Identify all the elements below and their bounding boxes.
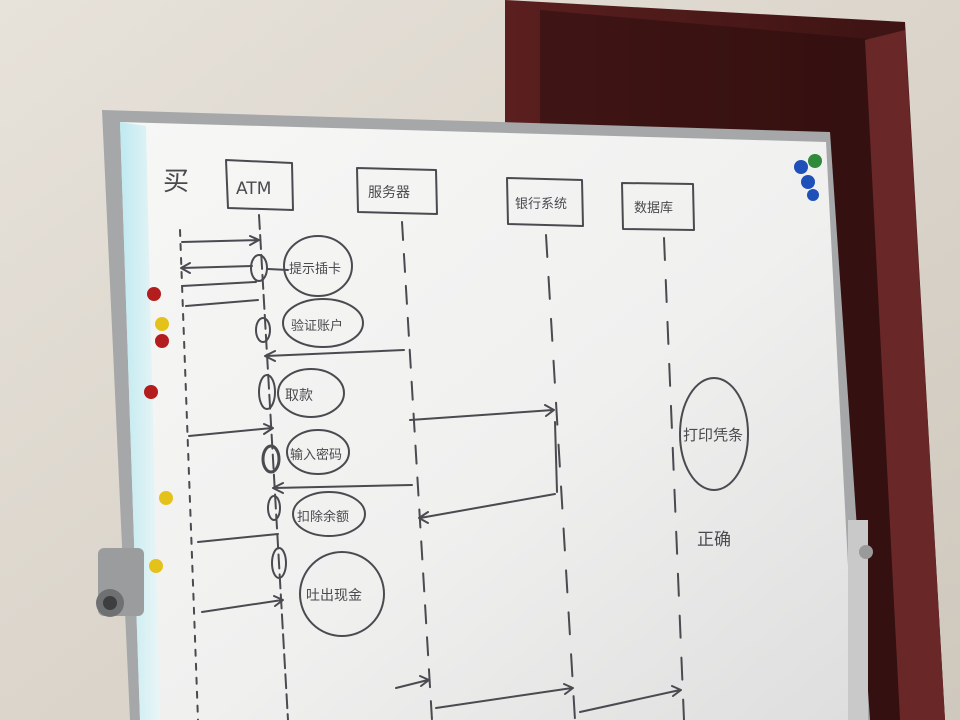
activation-mark	[271, 547, 287, 579]
blue-magnet	[801, 175, 815, 189]
red-magnet	[144, 385, 158, 399]
activity-label: 输入密码	[290, 447, 342, 463]
yellow-magnet	[149, 559, 163, 573]
activity-bubble	[283, 235, 353, 297]
green-magnet	[808, 154, 822, 168]
lifeline-atm	[258, 214, 289, 720]
activation-mark	[261, 444, 281, 474]
magnets	[144, 154, 822, 573]
lifeline-label-3: 服务器	[368, 185, 410, 201]
message-arrow	[272, 482, 413, 494]
lifeline-user	[179, 229, 199, 720]
message-arrow	[409, 404, 555, 421]
marker-drawing	[179, 159, 749, 720]
message-arrow	[188, 423, 274, 437]
message-arrow	[395, 675, 430, 689]
lifeline-header-5	[621, 182, 695, 231]
lifeline-header-4	[506, 177, 584, 227]
message-arrow	[264, 349, 405, 362]
lifeline-label-4: 银行系统	[515, 197, 567, 212]
message-arrow	[201, 595, 284, 613]
activity-bubble	[299, 551, 385, 637]
activity-bubble	[292, 491, 366, 537]
side-note-below-text: 正确	[697, 530, 731, 550]
activity-label: 吐出现金	[306, 588, 362, 604]
lifeline-3	[401, 221, 433, 720]
blue-magnet	[794, 160, 808, 174]
activation-mark	[267, 495, 281, 521]
side-note-circle-text: 打印凭条	[683, 426, 743, 444]
lifeline-label-5: 数据库	[634, 200, 673, 216]
activity-label: 取款	[285, 388, 313, 404]
activation-mark	[258, 374, 276, 410]
handwritten-labels: 买 ATM 服务器 银行系统 数据库 提示插卡 验证账户 取款 输入密码 扣除余…	[163, 167, 743, 604]
yellow-magnet	[159, 491, 173, 505]
message-arrow	[181, 235, 260, 246]
lifeline-header-atm	[225, 159, 294, 211]
side-note-circle	[679, 377, 749, 491]
board-edge-glow	[120, 122, 160, 720]
lifeline-header-3	[356, 167, 438, 215]
message-arrow	[579, 685, 682, 713]
activity-bubble	[282, 298, 364, 348]
message-arrow	[181, 281, 257, 287]
yellow-magnet	[155, 317, 169, 331]
activity-bubble	[286, 429, 350, 475]
lifeline-label-atm: ATM	[236, 179, 271, 199]
activity-label: 验证账户	[291, 318, 343, 334]
activation-mark	[255, 317, 271, 343]
activity-bubble	[277, 368, 345, 418]
whiteboard-surface	[120, 122, 856, 720]
message-arrow	[185, 299, 259, 307]
activation-mark	[250, 254, 268, 282]
message-arrow	[435, 683, 574, 709]
activity-label: 扣除余额	[297, 509, 349, 525]
board-clamp-left	[96, 548, 144, 617]
message-arrow	[418, 421, 558, 524]
lifeline-label-user: 买	[163, 167, 189, 197]
red-magnet	[155, 334, 169, 348]
red-magnet	[147, 287, 161, 301]
blue-magnet	[807, 189, 819, 201]
activity-label: 提示插卡	[289, 261, 341, 277]
message-arrow	[197, 533, 279, 543]
message-arrow	[180, 262, 253, 274]
board-clamp-right	[848, 520, 873, 720]
